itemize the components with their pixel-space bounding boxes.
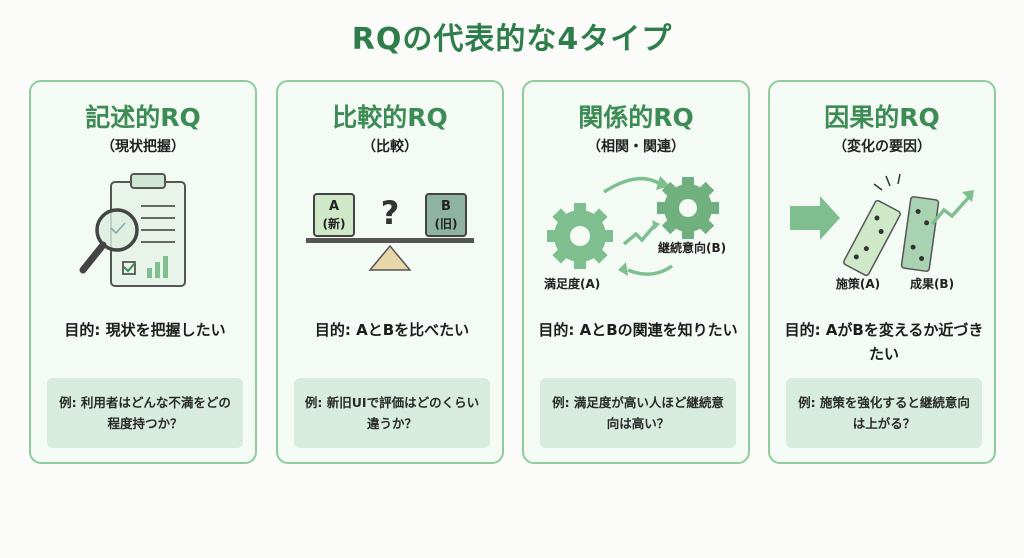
gears-icon: 継続意向(B) 満足度(A) [544, 176, 726, 291]
gear-b-label: 継続意向(B) [658, 240, 726, 255]
card-example: 例: 満足度が高い人ほど継続意向は高い？ [540, 378, 736, 448]
card-subtitle: （比較） [362, 139, 418, 155]
effect-label: 成果(B) [910, 276, 954, 291]
box-a-sub: (新) [323, 216, 346, 231]
card-title: 記述的RQ [85, 103, 201, 132]
card-purpose: 目的: AとBの関連を知りたい [538, 321, 738, 339]
card-subtitle: （現状把握） [101, 139, 185, 155]
question-mark: ? [381, 194, 400, 232]
box-b-sub: (旧) [435, 217, 458, 231]
page-title: RQの代表的な4タイプ [351, 22, 673, 57]
dominoes-icon: 施策(A) 成果(B) [790, 173, 974, 291]
card-purpose: 目的: 現状を把握したい [64, 321, 226, 339]
card-title: 因果的RQ [824, 103, 940, 132]
card-title: 関係的RQ [578, 103, 694, 132]
card-title: 比較的RQ [332, 103, 448, 132]
clipboard-magnifier-icon [79, 173, 186, 287]
card-example: 例: 新旧UIで評価はどのくらい違うか？ [294, 378, 490, 448]
card-purpose: 目的: AがBを変えるか近づきたい [784, 321, 984, 363]
card-example: 例: 施策を強化すると継続意向は上がる？ [786, 378, 982, 448]
box-b-letter: B [441, 199, 451, 214]
card-example: 例: 利用者はどんな不満をどの程度持つか？ [47, 378, 243, 448]
gear-a-label: 満足度(A) [544, 276, 600, 291]
card-causal: 因果的RQ （変化の要因） 施策(A) 成果(B) 目的: AがBを変えるか近づ… [768, 80, 996, 464]
card-subtitle: （変化の要因） [833, 139, 931, 155]
card-purpose: 目的: AとBを比べたい [314, 321, 470, 339]
box-a-letter: A [329, 199, 339, 214]
card-comparative: 比較的RQ （比較） A (新) B (旧) ? 目的: AとBを比べたい 例:… [276, 80, 504, 464]
card-relational: 関係的RQ （相関・関連） [522, 80, 750, 464]
balance-scale-icon: A (新) B (旧) ? [306, 193, 474, 271]
card-descriptive: 記述的RQ （現状把握） 目的: 現状を把握したい 例: 利用者はどんな不満をど… [29, 80, 257, 464]
cause-label: 施策(A) [836, 276, 880, 291]
card-subtitle: （相関・関連） [587, 139, 685, 155]
